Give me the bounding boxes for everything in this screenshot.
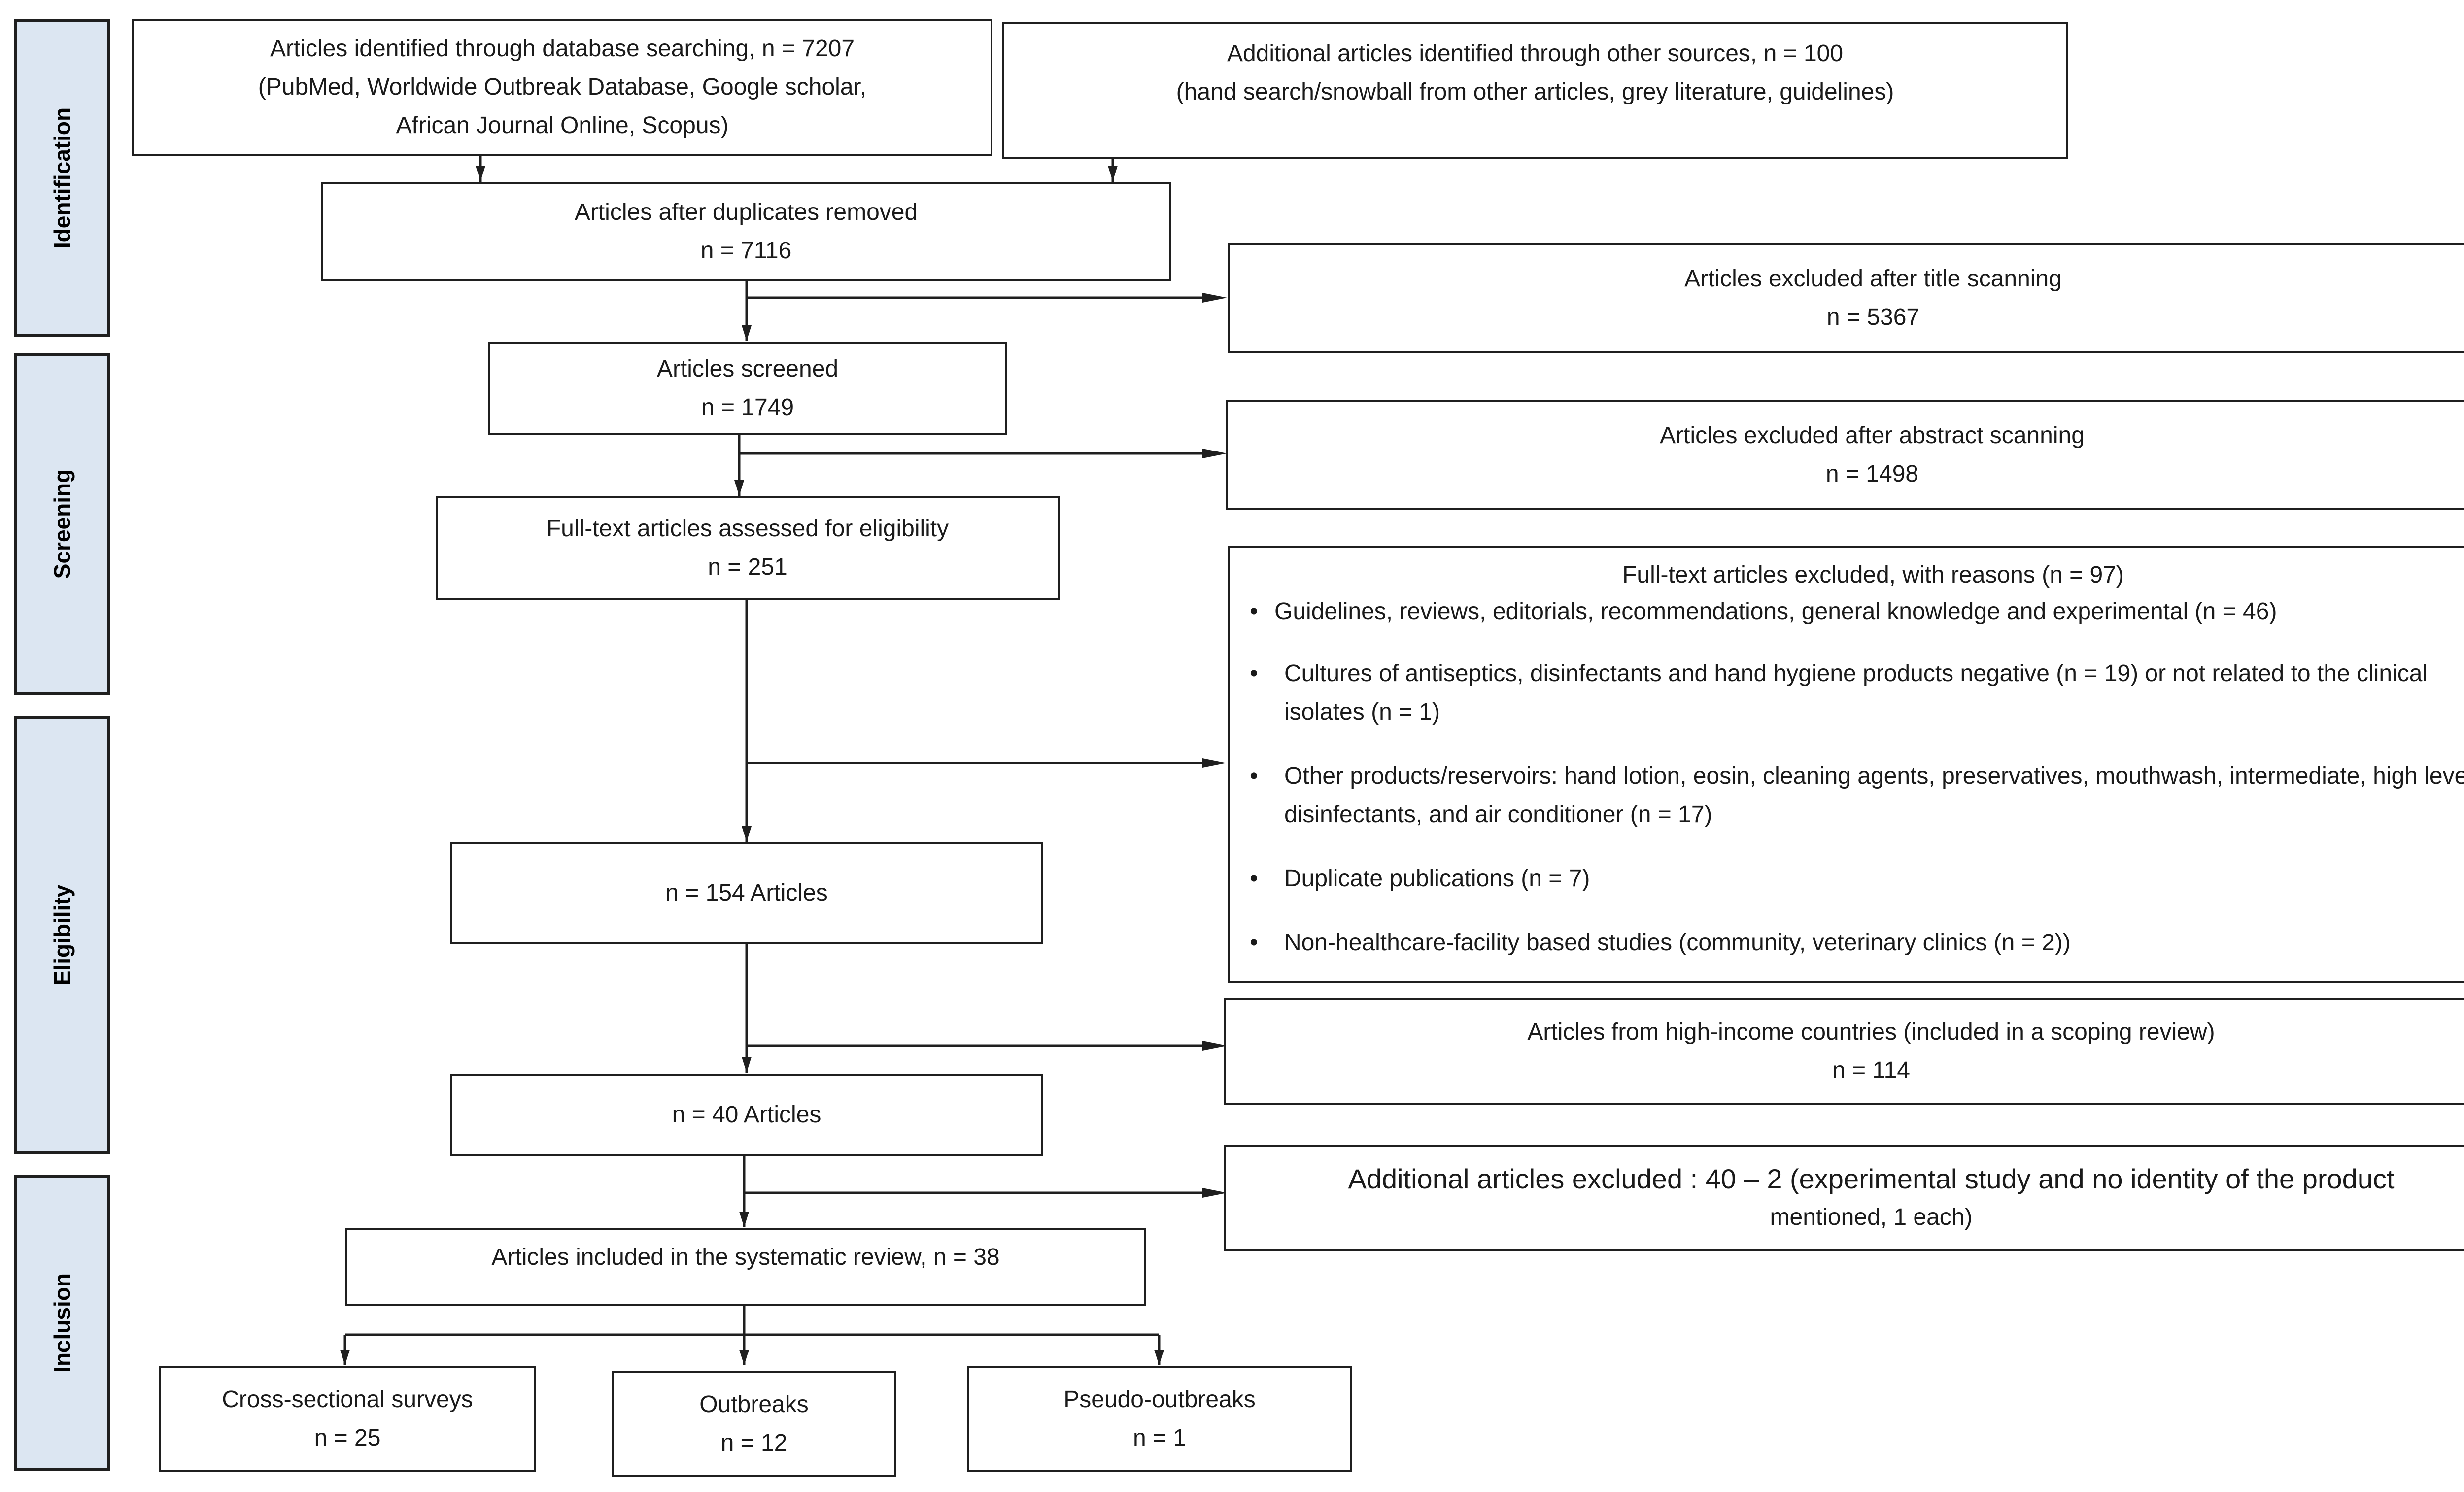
abstract-excluded-count: n = 1498: [1825, 461, 1919, 487]
screened-box: Articles screened n = 1749: [488, 342, 1007, 435]
other-sources-line1: Additional articles identified through o…: [1227, 40, 1844, 67]
duplicates-removed-count: n = 7116: [700, 238, 792, 264]
articles-154-box: n = 154 Articles: [450, 842, 1043, 944]
screened-label: Articles screened: [656, 356, 839, 382]
fulltext-excluded-title: Full-text articles excluded, with reason…: [1622, 562, 2124, 588]
exclusion-reasons-list: Guidelines, reviews, editorials, recomme…: [1250, 592, 2464, 962]
articles-40-box: n = 40 Articles: [450, 1074, 1043, 1156]
duplicates-removed-box: Articles after duplicates removed n = 71…: [321, 182, 1171, 281]
fulltext-excluded-box: Full-text articles excluded, with reason…: [1228, 546, 2464, 983]
high-income-box: Articles from high-income countries (inc…: [1224, 998, 2464, 1105]
included-review-label: Articles included in the systematic revi…: [491, 1244, 1000, 1270]
exclusion-reason: Duplicate publications (n = 7): [1250, 860, 2464, 898]
outbreaks-box: Outbreaks n = 12: [612, 1371, 896, 1477]
included-review-box: Articles included in the systematic revi…: [345, 1228, 1146, 1306]
screened-count: n = 1749: [701, 394, 794, 420]
duplicates-removed-label: Articles after duplicates removed: [574, 199, 918, 225]
additional-excluded-box: Additional articles excluded : 40 – 2 (e…: [1224, 1145, 2464, 1251]
phase-eligibility: Eligibility: [14, 716, 110, 1154]
abstract-excluded-label: Articles excluded after abstract scannin…: [1660, 422, 2085, 449]
high-income-count: n = 114: [1832, 1057, 1910, 1083]
fulltext-assessed-box: Full-text articles assessed for eligibil…: [436, 496, 1060, 600]
other-sources-line2: (hand search/snowball from other article…: [1176, 79, 1894, 105]
cross-sectional-box: Cross-sectional surveys n = 25: [159, 1366, 536, 1472]
pseudo-outbreaks-label: Pseudo-outbreaks: [1063, 1387, 1256, 1413]
fulltext-assessed-count: n = 251: [708, 554, 787, 580]
pseudo-outbreaks-box: Pseudo-outbreaks n = 1: [967, 1366, 1352, 1472]
cross-sectional-label: Cross-sectional surveys: [222, 1387, 473, 1413]
abstract-excluded-box: Articles excluded after abstract scannin…: [1226, 400, 2464, 510]
database-search-box: Articles identified through database sea…: [132, 19, 992, 156]
exclusion-reason: Other products/reservoirs: hand lotion, …: [1250, 757, 2464, 834]
title-excluded-count: n = 5367: [1826, 304, 1920, 330]
outbreaks-count: n = 12: [720, 1430, 787, 1456]
additional-excluded-line1: Additional articles excluded : 40 – 2 (e…: [1348, 1163, 2395, 1194]
fulltext-assessed-label: Full-text articles assessed for eligibil…: [546, 516, 949, 542]
articles-40-label: n = 40 Articles: [672, 1102, 821, 1128]
other-sources-box: Additional articles identified through o…: [1002, 22, 2068, 159]
outbreaks-label: Outbreaks: [699, 1391, 809, 1418]
exclusion-reason: Guidelines, reviews, editorials, recomme…: [1250, 592, 2464, 631]
exclusion-reason: Cultures of antiseptics, disinfectants a…: [1250, 655, 2464, 731]
database-search-line1: Articles identified through database sea…: [270, 35, 855, 62]
phase-identification: Identification: [14, 19, 110, 337]
title-excluded-box: Articles excluded after title scanning n…: [1228, 243, 2464, 353]
articles-154-label: n = 154 Articles: [665, 880, 828, 906]
database-search-line3: African Journal Online, Scopus): [396, 112, 729, 139]
database-search-line2: (PubMed, Worldwide Outbreak Database, Go…: [258, 74, 867, 100]
phase-inclusion: Inclusion: [14, 1175, 110, 1471]
phase-screening: Screening: [14, 353, 110, 695]
cross-sectional-count: n = 25: [314, 1425, 381, 1451]
high-income-label: Articles from high-income countries (inc…: [1527, 1019, 2215, 1045]
exclusion-reason: Non-healthcare-facility based studies (c…: [1250, 924, 2464, 962]
pseudo-outbreaks-count: n = 1: [1132, 1425, 1187, 1451]
additional-excluded-line2: mentioned, 1 each): [1770, 1204, 1973, 1230]
title-excluded-label: Articles excluded after title scanning: [1684, 266, 2062, 292]
